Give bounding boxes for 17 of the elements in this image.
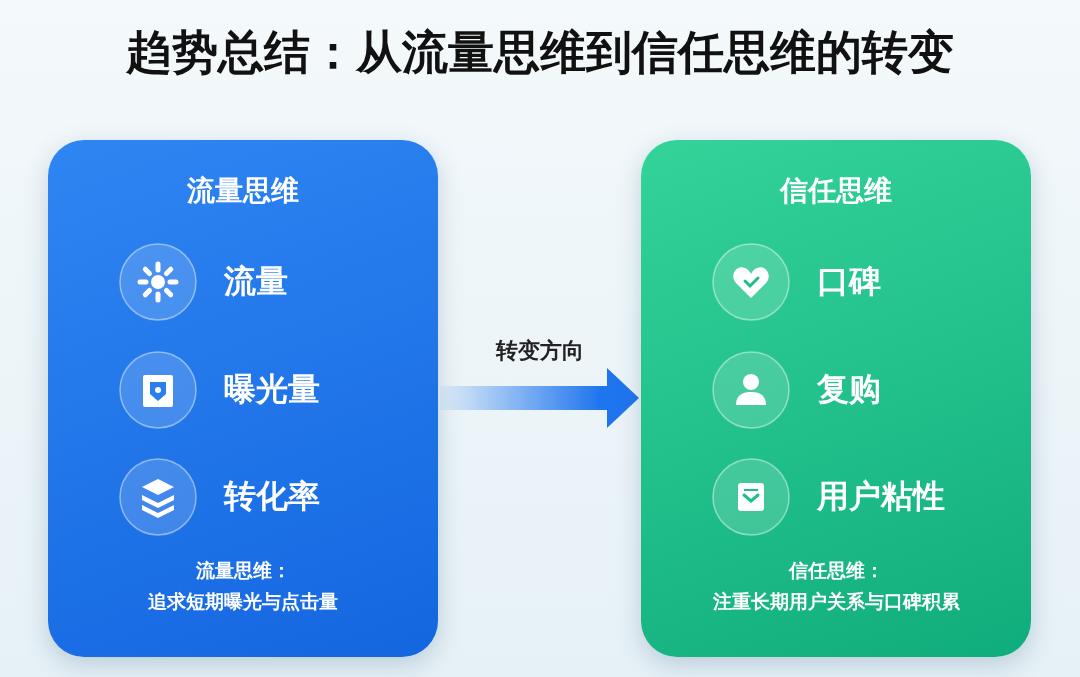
card xyxy=(641,140,1031,657)
edge-label: 转变方向 xyxy=(495,337,584,365)
item-label: 用户粘性 xyxy=(817,476,945,517)
card-note: 流量思维： xyxy=(194,558,292,583)
card-heading: 流量思维 xyxy=(186,173,300,209)
card-heading: 信任思维 xyxy=(778,173,893,209)
card-note: 追求短期曝光与点击量 xyxy=(147,589,339,614)
card-note: 信任思维： xyxy=(787,558,885,583)
item-label: 曝光量 xyxy=(224,369,320,410)
title: 趋势总结：从流量思维到信任思维的转变 xyxy=(125,24,955,81)
card-note: 注重长期用户关系与口碑积累 xyxy=(711,589,961,614)
item-label: 流量 xyxy=(224,261,288,302)
item-label: 转化率 xyxy=(224,476,320,517)
arrow xyxy=(440,368,639,428)
card xyxy=(48,140,438,657)
item-label: 复购 xyxy=(817,369,881,410)
item-label: 口碑 xyxy=(817,261,881,302)
